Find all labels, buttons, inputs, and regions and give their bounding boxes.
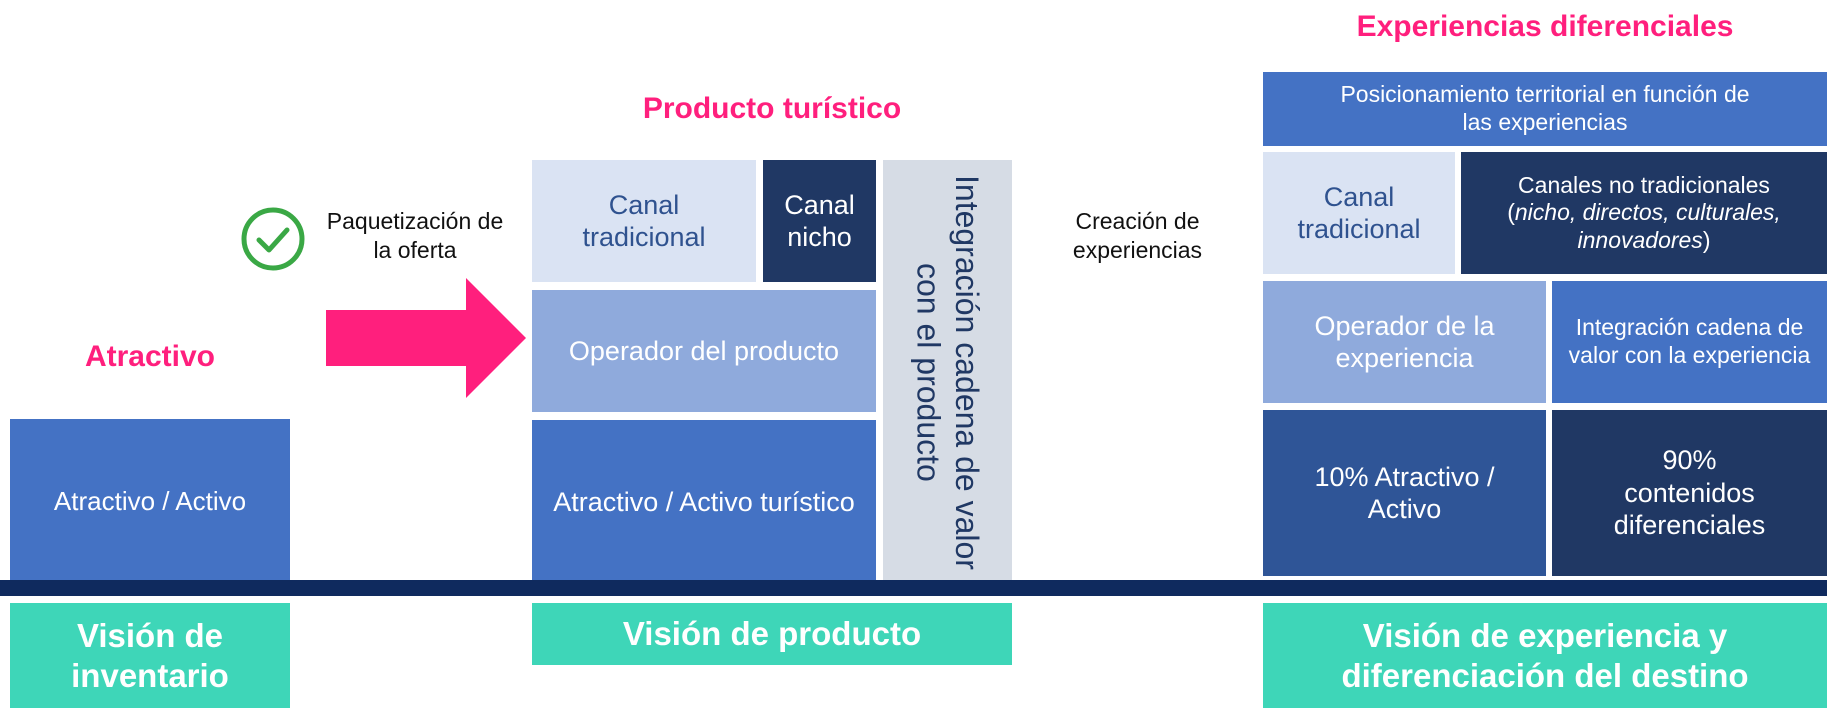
vision-experiencia-line1: Visión de experiencia y [1362,616,1728,654]
create-experiences-label: Creación de experiencias [1072,208,1203,263]
vision-inventario-label: Visión de inventario [71,616,229,694]
vision-experiencia-line2: diferenciación del destino [1341,656,1749,694]
experience-integracion: Integración cadena de valor con la exper… [1552,281,1827,403]
vision-inventario-banner: Visión de inventario [10,603,290,708]
product-atractivo-label: Atractivo / Activo turístico [553,486,855,517]
experience-atractivo-label: 10% Atractivo / Activo [1314,461,1495,524]
experience-integracion-label: Integración cadena de valor con la exper… [1568,314,1811,368]
product-operador-label: Operador del producto [568,335,840,366]
experience-posicionamiento-label: Posicionamiento territorial en función d… [1340,81,1750,135]
experience-canales-no-trad-detail: nicho, directos, culturales, innovadores [1514,199,1781,253]
vision-experiencia-banner: Visión de experiencia y diferenciación d… [1263,603,1827,708]
horizon-divider [0,580,1827,596]
product-operador: Operador del producto [532,290,876,412]
vision-producto-label: Visión de producto [622,615,922,653]
experience-canales-no-trad-detail-wrap: (nicho, directos, culturales, innovadore… [1507,199,1781,253]
inventory-attractive-label: Atractivo / Activo [53,485,247,516]
experience-atractivo: 10% Atractivo / Activo [1263,410,1546,576]
experience-canal-tradicional-label: Canal tradicional [1297,181,1421,244]
check-circle-icon [240,206,306,272]
experience-canales-no-tradicionales: Canales no tradicionales (nicho, directo… [1461,152,1827,274]
right-arrow-icon [326,278,526,398]
inventory-attractive-block: Atractivo / Activo [10,419,290,584]
product-title: Producto turístico [642,92,902,125]
product-canal-nicho: Canal nicho [763,160,876,282]
inventory-title: Atractivo [84,340,216,373]
product-canal-tradicional-label: Canal tradicional [582,189,706,252]
product-integracion: Integración cadena de valor con el produ… [883,160,1012,584]
product-integracion-label: Integración cadena de valor con el produ… [910,174,985,570]
vision-producto-banner: Visión de producto [532,603,1012,665]
experience-title: Experiencias diferenciales [1356,10,1734,43]
product-canal-tradicional: Canal tradicional [532,160,756,282]
packaging-label: Paquetización de la oferta [326,208,504,263]
experience-operador-label: Operador de la experiencia [1314,310,1495,373]
experience-canal-tradicional: Canal tradicional [1263,152,1455,274]
experience-operador: Operador de la experiencia [1263,281,1546,403]
experience-contenidos-label: 90% contenidos diferenciales [1613,445,1766,541]
experience-canales-no-trad-title: Canales no tradicionales [1518,171,1770,198]
product-atractivo: Atractivo / Activo turístico [532,420,876,584]
experience-contenidos: 90% contenidos diferenciales [1552,410,1827,576]
product-canal-nicho-label: Canal nicho [784,189,855,252]
experience-posicionamiento: Posicionamiento territorial en función d… [1263,72,1827,146]
